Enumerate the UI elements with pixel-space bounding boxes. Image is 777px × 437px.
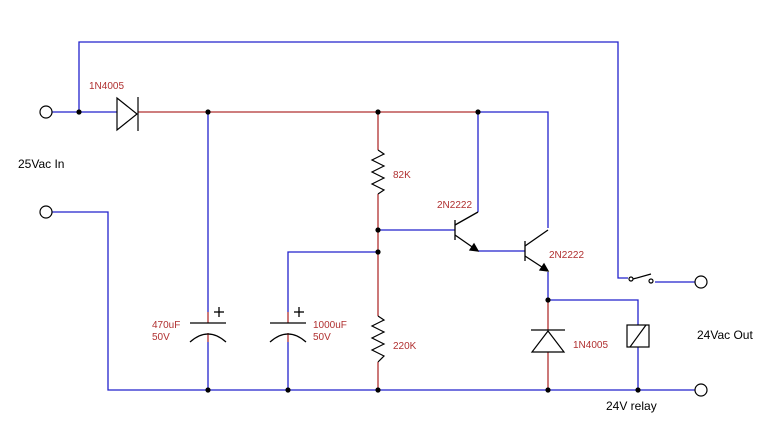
wire-to-relay <box>548 299 639 325</box>
junction-dot <box>375 109 381 115</box>
capacitor-c1-symbol <box>189 307 227 343</box>
relay-coil-symbol <box>626 324 650 348</box>
wire-c2-top <box>287 251 378 312</box>
c2-voltage-label: 50V <box>313 332 331 343</box>
r1-label: 82K <box>393 170 411 181</box>
d2-label: 1N4005 <box>573 340 608 351</box>
junction-dot <box>635 387 641 393</box>
resistor-r1-symbol <box>370 149 386 195</box>
diode-d1-symbol <box>116 96 139 132</box>
q2-label: 2N2222 <box>549 250 584 261</box>
junction-dot <box>545 387 551 393</box>
transistor-q1-symbol <box>454 211 480 252</box>
relay-label: 24V relay <box>606 399 657 413</box>
c2-value-label: 1000uF <box>313 320 347 331</box>
c1-voltage-label: 50V <box>152 332 170 343</box>
wire-top-loop <box>78 41 628 279</box>
d1-label: 1N4005 <box>89 81 124 92</box>
junction-dot <box>545 297 551 303</box>
wires <box>52 41 696 391</box>
junction-dot <box>375 387 381 393</box>
output-terminal-top <box>694 275 708 289</box>
capacitor-c2-symbol <box>269 307 307 343</box>
junction-dot <box>375 227 381 233</box>
relay-switch-symbol <box>628 273 654 284</box>
junction-dot <box>205 109 211 115</box>
q1-label: 2N2222 <box>437 200 472 211</box>
output-terminal-bottom <box>694 383 708 397</box>
resistor-r2-symbol <box>370 315 386 363</box>
junction-dot <box>285 387 291 393</box>
junction-dot <box>475 109 481 115</box>
input-label: 25Vac In <box>18 157 64 171</box>
r2-label: 220K <box>393 341 417 352</box>
component-leads <box>138 111 549 390</box>
input-terminal-top <box>39 105 53 119</box>
junction-dot <box>375 249 381 255</box>
junction-dot <box>205 387 211 393</box>
transistor-q2-symbol <box>524 229 550 272</box>
wire-q2-collector <box>478 111 549 228</box>
terminals <box>39 105 708 397</box>
junction-dot <box>76 109 82 115</box>
output-label: 24Vac Out <box>697 328 753 342</box>
input-terminal-bottom <box>39 205 53 219</box>
diode-d2-symbol <box>530 329 566 353</box>
junctions <box>76 109 641 393</box>
wire-input-bottom <box>52 211 208 391</box>
c1-value-label: 470uF <box>152 320 180 331</box>
